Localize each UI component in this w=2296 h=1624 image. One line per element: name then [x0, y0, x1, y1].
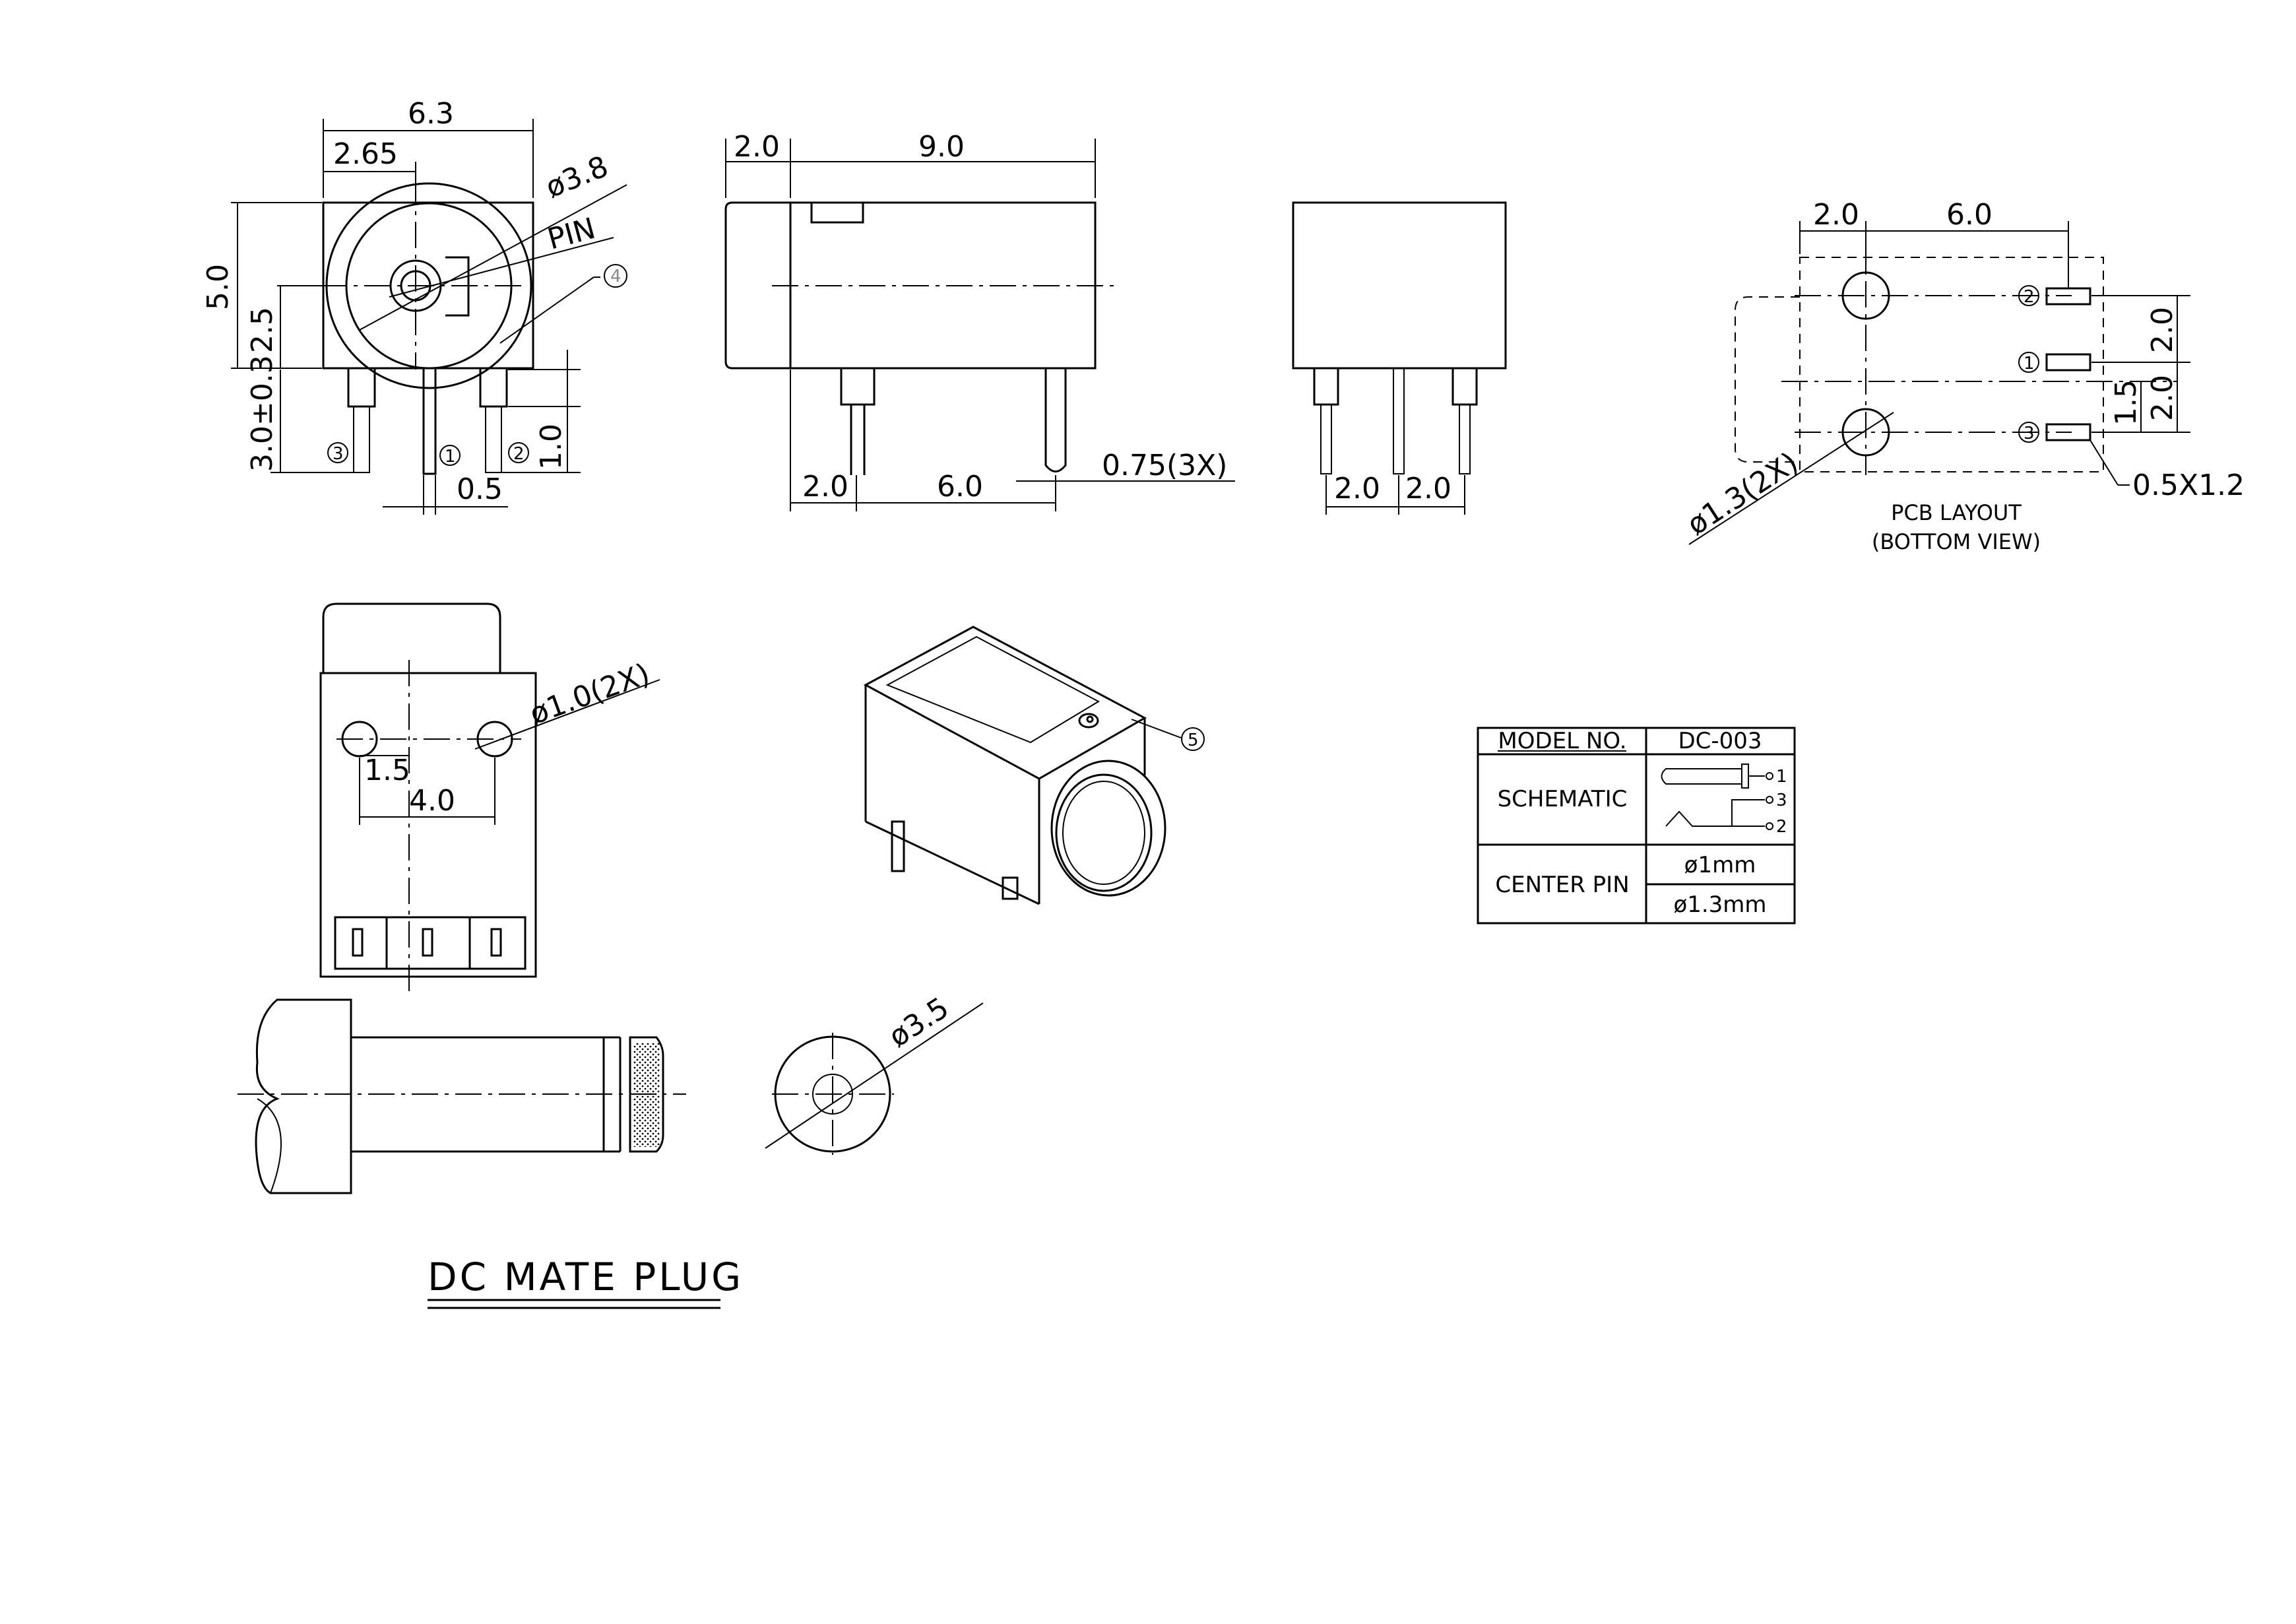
schematic-pin: 3: [1776, 791, 1787, 810]
dim-b: 4.0: [409, 784, 455, 818]
pitch-a-dim: 2.0: [1334, 472, 1380, 505]
right-b-dim: 2.0: [2146, 375, 2179, 421]
pin-a-dim: 2.0: [802, 470, 848, 503]
dim-a: 1.5: [364, 754, 410, 787]
top-b-dim: 6.0: [1946, 198, 1993, 232]
pcb-layout: 2.0 6.0 2.0 2.0 1.5 ø1.3(2X) 0.5X1.2 2 1…: [1681, 198, 2245, 554]
schematic-pin: 1: [1776, 767, 1787, 787]
mate-plug: ø3.5 DC MATE PLUG: [238, 991, 984, 1309]
center-pin-value-1: ø1mm: [1684, 852, 1756, 878]
plug-diameter-dim: ø3.5: [883, 991, 955, 1055]
right-a-dim: 2.0: [2146, 307, 2179, 353]
front-dim: 2.0: [734, 130, 780, 164]
center-pin-label: CENTER PIN: [1495, 872, 1629, 898]
pcb-title: PCB LAYOUT: [1891, 500, 2022, 525]
pin-number: 2: [513, 444, 525, 464]
posts-dim: ø1.0(2X): [525, 657, 654, 732]
top-a-dim: 2.0: [1813, 198, 1859, 232]
pin-width-dim: 0.5: [457, 472, 503, 506]
plug-title: DC MATE PLUG: [428, 1254, 744, 1299]
offset-dim: 2.65: [333, 137, 398, 171]
pin-label: PIN: [544, 212, 599, 257]
pin-length-dim: 3.0±0.3: [245, 355, 279, 472]
pcb-pin-number: 3: [2024, 424, 2035, 443]
pitch-b-dim: 2.0: [1405, 472, 1451, 505]
height-dim: 5.0: [201, 264, 235, 310]
pin-number: 1: [445, 447, 456, 467]
pcb-subtitle: (BOTTOM VIEW): [1872, 529, 2041, 554]
schematic-label: SCHEMATIC: [1498, 786, 1628, 812]
pin-number: 3: [333, 444, 344, 464]
end-view: 2.0 2.0: [1292, 201, 1507, 515]
bore-dim: ø3.8: [541, 150, 613, 205]
model-label: MODEL NO.: [1498, 728, 1626, 754]
right-c-dim: 1.5: [2109, 379, 2143, 426]
isometric-view: 5: [863, 626, 1205, 905]
holes-dim: ø1.3(2X): [1681, 445, 1804, 542]
marker-4: 4: [610, 267, 622, 286]
model-value: DC-003: [1678, 728, 1762, 754]
pin-b-dim: 6.0: [937, 470, 983, 503]
spec-table: MODEL NO. DC-003 SCHEMATIC 1 3 2 CENTER …: [1477, 727, 1796, 925]
pcb-pin-number: 2: [2024, 287, 2035, 307]
length-dim: 9.0: [918, 130, 965, 164]
center-height-dim: 2.5: [245, 307, 279, 353]
pads-dim: 0.5X1.2: [2132, 469, 2245, 502]
marker-5: 5: [1188, 731, 1199, 750]
front-view: 6.3 2.65 ø3.8 PIN 4 5.0 2.5 3.0±0.3 0.5 …: [201, 97, 627, 515]
pin-dia-dim: 0.75(3X): [1102, 449, 1227, 482]
center-pin-value-2: ø1.3mm: [1673, 892, 1766, 918]
bottom-view: ø1.0(2X) 1.5 4.0: [319, 602, 660, 996]
side-view: 2.0 9.0 2.0 6.0 0.75(3X): [724, 130, 1235, 511]
schematic-pin: 2: [1776, 817, 1787, 837]
width-dim: 6.3: [408, 97, 454, 131]
pin-step-dim: 1.0: [534, 424, 568, 470]
pcb-pin-number: 1: [2024, 354, 2035, 374]
